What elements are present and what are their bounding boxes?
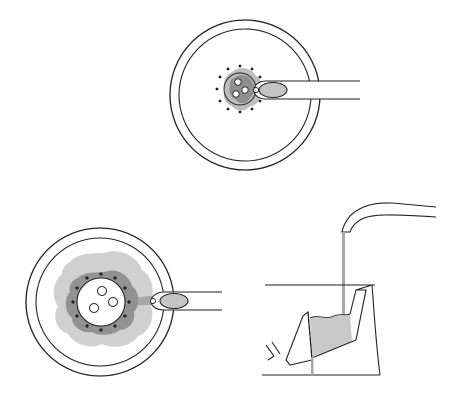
bottom-hole-3 xyxy=(108,297,118,307)
top-hole-2 xyxy=(232,90,240,98)
bottom-plug-disc xyxy=(76,277,126,327)
bottom-plan-view xyxy=(25,227,222,377)
top-drop xyxy=(258,81,288,99)
bottom-drip-trail xyxy=(138,296,152,305)
side-liquid-surface xyxy=(309,313,351,319)
side-view xyxy=(262,202,437,376)
side-left-wall-inner xyxy=(307,311,313,361)
side-left-wall-outer xyxy=(285,310,313,366)
side-liquid xyxy=(310,314,352,357)
top-pipe-nozzle xyxy=(253,87,259,93)
side-spout xyxy=(341,202,437,233)
top-plan-view xyxy=(169,19,360,171)
side-outflow xyxy=(265,341,281,361)
bottom-bolt-dots xyxy=(71,272,131,332)
bottom-drop xyxy=(159,292,189,310)
bottom-pipe-nozzle xyxy=(150,298,156,304)
side-right-inner-wall xyxy=(311,289,367,359)
bottom-hole-2 xyxy=(89,303,99,313)
side-right-outer-wall xyxy=(355,284,381,376)
top-hole-3 xyxy=(241,86,249,94)
side-drain-stream xyxy=(311,357,314,375)
bottom-hole-1 xyxy=(97,286,107,296)
side-stream xyxy=(342,232,345,320)
top-hole-1 xyxy=(234,78,242,86)
